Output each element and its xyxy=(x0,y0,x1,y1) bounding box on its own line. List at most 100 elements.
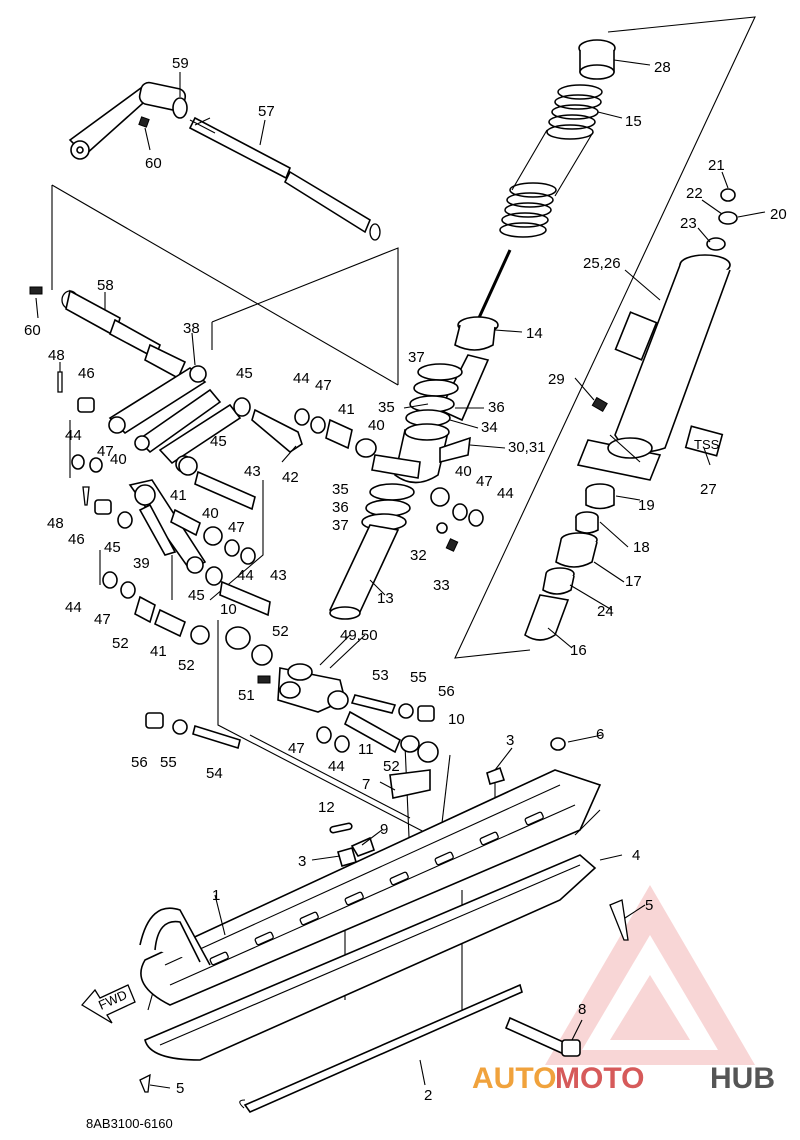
callout-40d: 40 xyxy=(202,505,219,522)
diagram-code: 8AB3100-6160 xyxy=(86,1116,173,1131)
callout-43b: 43 xyxy=(270,567,287,584)
watermark-part3: HUB xyxy=(710,1062,775,1095)
damper-lower-parts xyxy=(524,483,615,641)
callout-47e: 47 xyxy=(94,611,111,628)
callout-44: 44 xyxy=(293,370,310,387)
callout-46b: 46 xyxy=(68,531,85,548)
upper-arm-assembly xyxy=(68,81,381,241)
damper-assembly: TSS xyxy=(576,188,738,481)
callout-51: 51 xyxy=(238,687,255,704)
callout-36b: 36 xyxy=(332,499,349,516)
callout-20: 20 xyxy=(770,206,787,223)
callout-7: 7 xyxy=(362,776,370,793)
callout-3b: 3 xyxy=(298,853,306,870)
callout-41b: 41 xyxy=(170,487,187,504)
callout-33: 33 xyxy=(433,577,450,594)
callout-11: 11 xyxy=(358,741,374,758)
callout-49-50: 49,50 xyxy=(340,627,378,644)
callout-23: 23 xyxy=(680,215,697,232)
callout-47: 47 xyxy=(315,377,332,394)
callout-13: 13 xyxy=(377,590,394,607)
callout-44d: 44 xyxy=(237,567,254,584)
callout-47c: 47 xyxy=(476,473,493,490)
callout-44e: 44 xyxy=(65,599,82,616)
callout-10b: 10 xyxy=(448,711,465,728)
callout-35: 35 xyxy=(378,399,395,416)
callout-32: 32 xyxy=(410,547,427,564)
callout-15: 15 xyxy=(625,113,642,130)
callout-60b: 60 xyxy=(24,322,41,339)
spring-assembly xyxy=(499,39,616,238)
callout-52: 52 xyxy=(272,623,289,640)
callout-35b: 35 xyxy=(332,481,349,498)
callout-47b: 47 xyxy=(97,443,114,460)
callout-55b: 55 xyxy=(160,754,177,771)
callout-10: 10 xyxy=(220,601,237,618)
callout-34: 34 xyxy=(481,419,498,436)
rear-arm xyxy=(29,286,187,380)
callout-47d: 47 xyxy=(228,519,245,536)
callout-9: 9 xyxy=(380,821,388,838)
callout-56: 56 xyxy=(438,683,455,700)
fastener-cluster xyxy=(57,371,484,684)
callout-29: 29 xyxy=(548,371,565,388)
callout-labels: 59 57 60 28 15 21 22 20 23 25,26 58 60 1… xyxy=(24,55,787,1104)
callout-56b: 56 xyxy=(131,754,148,771)
callout-28: 28 xyxy=(654,59,671,76)
callout-5: 5 xyxy=(645,897,653,914)
callout-52b: 52 xyxy=(112,635,129,652)
shock-absorber xyxy=(329,249,512,620)
callout-3: 3 xyxy=(506,732,514,749)
callout-47f: 47 xyxy=(288,740,305,757)
callout-48b: 48 xyxy=(47,515,64,532)
callout-12: 12 xyxy=(318,799,335,816)
callout-48: 48 xyxy=(48,347,65,364)
callout-43: 43 xyxy=(244,463,261,480)
callout-59: 59 xyxy=(172,55,189,72)
callout-37b: 37 xyxy=(332,517,349,534)
tss-label: TSS xyxy=(694,437,720,452)
ski-assembly xyxy=(139,769,629,1113)
frame-lines xyxy=(51,16,756,1011)
callout-1: 1 xyxy=(212,887,220,904)
callout-21: 21 xyxy=(708,157,725,174)
watermark-logo: AUTO MOTO HUB xyxy=(472,1062,775,1095)
callout-2: 2 xyxy=(424,1087,432,1104)
callout-40: 40 xyxy=(368,417,385,434)
callout-44f: 44 xyxy=(328,758,345,775)
callout-41c: 41 xyxy=(150,643,167,660)
callout-45d: 45 xyxy=(188,587,205,604)
watermark-part1: AUTO xyxy=(472,1062,556,1095)
callout-4: 4 xyxy=(632,847,640,864)
callout-27: 27 xyxy=(700,481,717,498)
watermark-part2: MOTO xyxy=(555,1062,644,1095)
callout-5b: 5 xyxy=(176,1080,184,1097)
callout-14: 14 xyxy=(526,325,543,342)
callout-36: 36 xyxy=(488,399,505,416)
callout-8: 8 xyxy=(578,1001,586,1018)
callout-37: 37 xyxy=(408,349,425,366)
callout-45: 45 xyxy=(236,365,253,382)
callout-38: 38 xyxy=(183,320,200,337)
callout-45c: 45 xyxy=(104,539,121,556)
callout-22: 22 xyxy=(686,185,703,202)
watermark-triangle xyxy=(545,885,755,1065)
callout-17: 17 xyxy=(625,573,642,590)
callout-58: 58 xyxy=(97,277,114,294)
callout-16: 16 xyxy=(570,642,587,659)
callout-6: 6 xyxy=(596,726,604,743)
callout-52c: 52 xyxy=(178,657,195,674)
callout-45b: 45 xyxy=(210,433,227,450)
callout-52d: 52 xyxy=(383,758,400,775)
callout-39: 39 xyxy=(133,555,150,572)
callout-18: 18 xyxy=(633,539,650,556)
callout-54: 54 xyxy=(206,765,223,782)
lower-pivot-assembly xyxy=(145,663,566,867)
callout-41: 41 xyxy=(338,401,355,418)
callout-44c: 44 xyxy=(497,485,514,502)
callout-leaders xyxy=(35,59,766,1089)
callout-55: 55 xyxy=(410,669,427,686)
callout-42: 42 xyxy=(282,469,299,486)
callout-30-31: 30,31 xyxy=(508,439,546,456)
